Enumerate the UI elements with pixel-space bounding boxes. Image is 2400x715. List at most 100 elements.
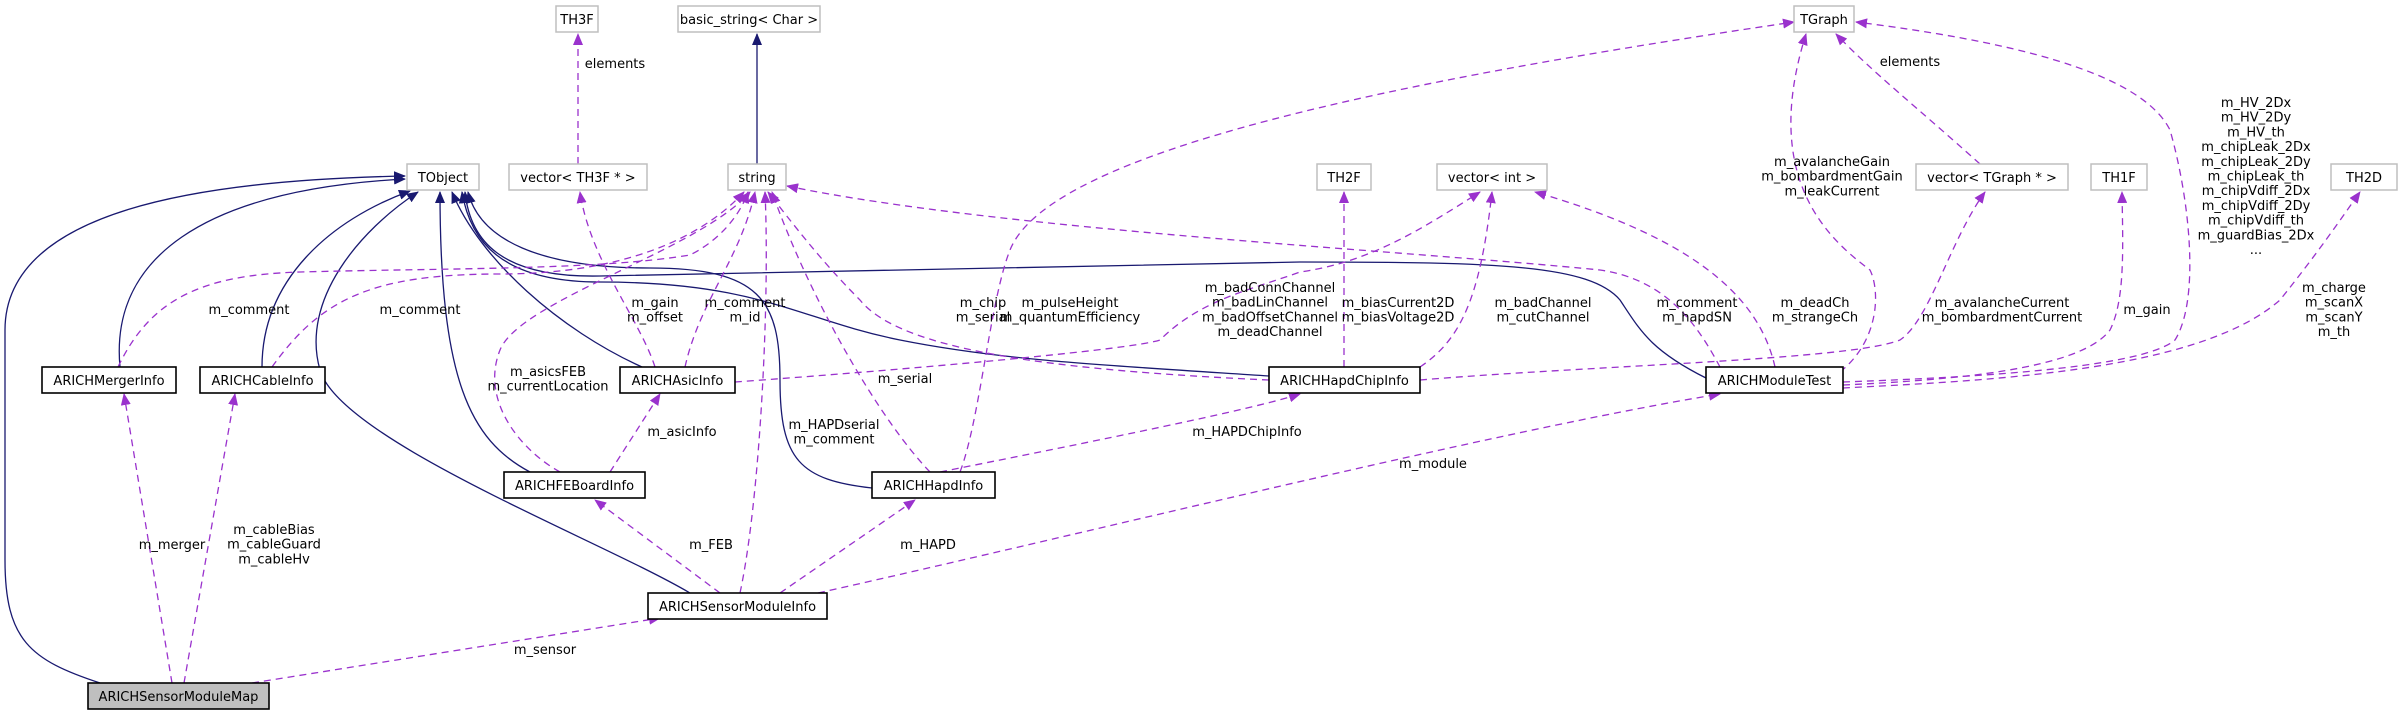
edge-label-line: m_scanX [2305, 296, 2363, 311]
class-node-label: ARICHSensorModuleMap [99, 690, 259, 705]
class-node-basic_string: basic_string< Char > [677, 5, 821, 33]
class-node-label: TH1F [2101, 171, 2135, 186]
edge-label-line: m_cableHv [238, 552, 310, 567]
class-node-label: ARICHFEBoardInfo [515, 479, 634, 494]
edge-label-SensorModuleMap-to-MergerInfo: m_merger [139, 538, 206, 553]
usage-edge-SensorModuleMap-to-MergerInfo [120, 393, 173, 684]
class-node-box [647, 592, 828, 620]
usage-edge-HapdChipInfo-to-string [767, 191, 1270, 381]
usage-edge-SensorModuleInfo-to-ModuleTest [817, 390, 1721, 594]
edge-label-line: m_badOffsetChannel [1202, 310, 1338, 325]
class-node-SensorModuleMap[interactable]: ARICHSensorModuleMap [87, 682, 270, 710]
class-node-label: ARICHMergerInfo [53, 374, 164, 389]
class-node-TObject: TObject [406, 163, 480, 191]
edge-label-line: m_HAPDChipInfo [1192, 425, 1302, 440]
inheritance-edge-CableInfo-to-TObject [261, 190, 411, 368]
edge-label-line: m_gain [2123, 303, 2170, 318]
edge-label-line: m_chipVdiff_2Dy [2202, 199, 2311, 214]
class-node-label: vector< int > [1448, 171, 1536, 186]
edge-label-line: m_th [2318, 325, 2351, 340]
class-node-box [871, 471, 996, 499]
usage-edge-FEBoardInfo-to-string [494, 191, 751, 473]
class-node-label: TH2D [2345, 171, 2382, 186]
class-node-AsicInfo[interactable]: ARICHAsicInfo [619, 366, 736, 394]
edge-label-ModuleTest-to-TH1F: m_gain [2123, 303, 2170, 318]
class-node-SensorModuleInfo[interactable]: ARICHSensorModuleInfo [647, 592, 828, 620]
inheritance-edge-SensorModuleInfo-to-TObject [315, 191, 691, 594]
class-node-MergerInfo[interactable]: ARICHMergerInfo [41, 366, 177, 394]
edge-label-line: m_asicInfo [647, 425, 716, 440]
edge-label-line: m_deadChannel [1217, 325, 1322, 340]
class-node-label: ARICHCableInfo [211, 374, 313, 389]
edge-label-line: m_badChannel [1494, 296, 1591, 311]
edge-label-line: m_avalancheGain [1774, 155, 1890, 170]
edge-label-CableInfo-to-string: m_comment [380, 303, 461, 318]
inheritance-edge-HapdInfo-to-TObject [465, 191, 873, 489]
edge-label-line: ... [2250, 243, 2262, 258]
edge-label-vecTH3F-to-TH3F: elements [585, 57, 646, 72]
edge-label-line: m_serial [956, 311, 1010, 326]
class-node-HapdChipInfo[interactable]: ARICHHapdChipInfo [1268, 366, 1421, 394]
class-node-label: ARICHSensorModuleInfo [659, 600, 816, 615]
class-node-CableInfo[interactable]: ARICHCableInfo [199, 366, 326, 394]
edge-label-line: m_HAPDserial [789, 418, 880, 433]
edge-label-line: m_charge [2302, 281, 2366, 296]
usage-edge-FEBoardInfo-to-AsicInfo [609, 393, 661, 473]
edge-label-line: m_asicsFEB [510, 365, 586, 380]
class-node-box [1316, 163, 1372, 191]
class-node-box [1793, 5, 1855, 33]
edges-layer [4, 18, 2361, 684]
edge-label-line: m_FEB [689, 538, 733, 553]
edge-label-line: elements [1880, 55, 1941, 70]
class-node-label: basic_string< Char > [680, 13, 818, 28]
edge-label-line: m_badConnChannel [1205, 281, 1336, 296]
edge-label-line: elements [585, 57, 646, 72]
usage-edge-ModuleTest-to-TH1F [1842, 191, 2128, 386]
edge-label-line: m_pulseHeight [1021, 296, 1118, 311]
class-node-FEBoardInfo[interactable]: ARICHFEBoardInfo [503, 471, 646, 499]
class-node-box [1268, 366, 1421, 394]
edge-label-line: m_HV_th [2227, 125, 2285, 140]
class-node-ModuleTest[interactable]: ARICHModuleTest [1705, 366, 1844, 394]
class-node-box [1436, 163, 1548, 191]
edge-label-line: m_cableBias [233, 523, 315, 538]
usage-edge-ModuleTest-to-vecint [1534, 190, 1776, 368]
edge-label-line: m_avalancheCurrent [1935, 296, 2070, 311]
class-node-box [41, 366, 177, 394]
edge-label-line: m_badLinChannel [1212, 296, 1328, 311]
edge-label-HapdInfo-to-HapdChipInfo: m_HAPDChipInfo [1192, 425, 1302, 440]
usage-edge-SensorModuleMap-to-CableInfo [183, 393, 239, 684]
edge-label-line: m_comment [380, 303, 461, 318]
class-node-label: ARICHHapdChipInfo [1280, 374, 1409, 389]
inheritance-edge-FEBoardInfo-to-TObject [435, 191, 531, 473]
class-node-vecTGraph: vector< TGraph * > [1915, 163, 2069, 191]
edge-label-SensorModuleMap-to-SensorModuleInfo: m_sensor [514, 643, 577, 658]
usage-edge-ModuleTest-to-TH2D [1842, 191, 2361, 389]
edge-label-SensorModuleInfo-to-ModuleTest: m_module [1399, 457, 1467, 472]
class-node-box [1915, 163, 2069, 191]
usage-edge-AsicInfo-to-vecTH3F [576, 191, 656, 368]
edge-label-line: m_scanY [2305, 310, 2362, 325]
class-node-TH3F: TH3F [555, 5, 599, 33]
class-node-label: TH3F [559, 13, 593, 28]
usage-edge-HapdInfo-to-string [770, 191, 931, 473]
class-node-HapdInfo[interactable]: ARICHHapdInfo [871, 471, 996, 499]
class-node-box [2090, 163, 2148, 191]
edge-label-line: m_strangeCh [1772, 311, 1858, 326]
edge-label-HapdInfo-to-string: m_serial [878, 372, 932, 387]
class-node-box [555, 5, 599, 33]
class-node-label: vector< TH3F * > [520, 171, 635, 186]
usage-edge-SensorModuleInfo-to-HapdInfo [779, 499, 916, 594]
edge-label-line: m_merger [139, 538, 206, 553]
